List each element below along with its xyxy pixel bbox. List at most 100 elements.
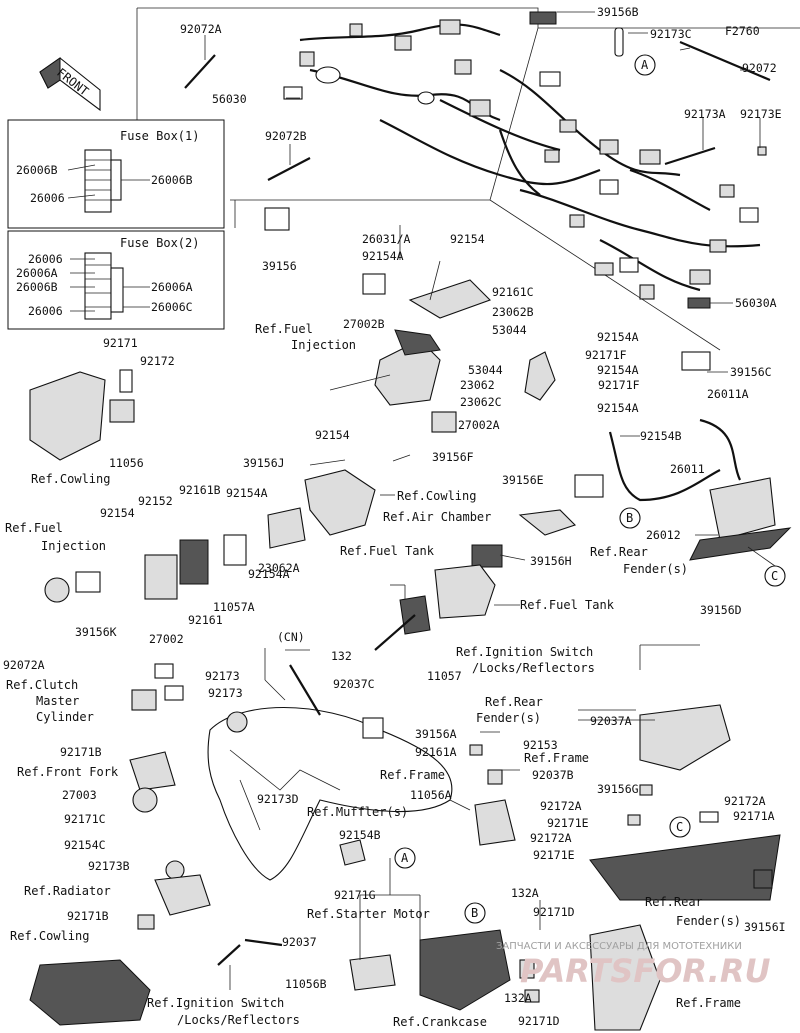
label-CN: (CN) [277, 630, 305, 644]
label-11056-1: 11056 [109, 456, 144, 470]
ref-crankcase: Ref.Crankcase [393, 1015, 487, 1029]
label-92173-2: 92173 [208, 686, 243, 700]
label-39156F: 39156F [432, 450, 474, 464]
fuse-box-2-left-3: 26006 [28, 304, 63, 318]
ref-muffler: Ref.Muffler(s) [307, 805, 408, 819]
crankcase-parts [349, 924, 661, 1031]
label-92161: 92161 [188, 613, 223, 627]
label-39156J: 39156J [243, 456, 285, 470]
fuse-box-2-right-1: 26006C [151, 300, 193, 314]
ref-fuel-injection-1-line1: Ref.Fuel [255, 322, 313, 336]
part-number-labels: 92072A 39156B 92173C F2760 92072 56030 9… [3, 5, 786, 1028]
label-92171B-2: 92171B [67, 909, 109, 923]
label-39156-1: 39156 [262, 259, 297, 273]
label-92171F-1: 92171F [585, 348, 627, 362]
fuse-box-1-title: Fuse Box(1) [120, 129, 199, 143]
label-92172: 92172 [140, 354, 175, 368]
label-26012: 26012 [646, 528, 681, 542]
ref-frame-1: Ref.Frame [524, 751, 589, 765]
ref-ignition-switch-2-line2: /Locks/Reflectors [177, 1013, 300, 1027]
ref-ignition-switch-1-line1: Ref.Ignition Switch [456, 645, 593, 659]
fuse-box-2-title: Fuse Box(2) [120, 236, 199, 250]
ref-front-fork: Ref.Front Fork [17, 765, 119, 779]
ref-fuel-tank-1: Ref.Fuel Tank [340, 544, 435, 558]
label-92173B: 92173B [88, 859, 130, 873]
label-39156A: 39156A [415, 727, 457, 741]
label-23062: 23062 [460, 378, 495, 392]
label-92154B-2: 92154B [339, 828, 381, 842]
label-92037A: 92037A [590, 714, 632, 728]
label-92171E-1: 92171E [547, 816, 589, 830]
callout-b-2: B [471, 906, 478, 920]
front-direction-sign: FRONT [39, 57, 101, 112]
leader-lines [204, 11, 776, 990]
label-39156I: 39156I [744, 920, 786, 934]
label-11056B: 11056B [285, 977, 327, 991]
label-92037B: 92037B [532, 768, 574, 782]
ref-fuel-injection-2-line2: Injection [41, 539, 106, 553]
label-92171A: 92171A [733, 809, 775, 823]
label-92171F-2: 92171F [598, 378, 640, 392]
fuse-box-1-left-1: 26006 [30, 191, 65, 205]
bottom-left-parts [29, 663, 283, 1026]
label-92172A-2: 92172A [724, 794, 766, 808]
label-27002: 27002 [149, 632, 184, 646]
left-cluster-parts [29, 369, 376, 603]
callout-c-2: C [676, 820, 683, 834]
ref-starter-motor: Ref.Starter Motor [307, 907, 430, 921]
label-92154A-5: 92154A [226, 486, 268, 500]
label-92154A-3: 92154A [597, 363, 639, 377]
ref-rear-fender-2-line2: Fender(s) [476, 711, 541, 725]
watermark-line2: PARTSFOR.RU [520, 952, 770, 990]
label-39156H: 39156H [530, 554, 572, 568]
label-11057A: 11057A [213, 600, 255, 614]
ref-rear-fender-1-line2: Fender(s) [623, 562, 688, 576]
label-92037C: 92037C [333, 677, 375, 691]
ref-clutch-master-line3: Cylinder [36, 710, 94, 724]
ref-cowling-1: Ref.Cowling [31, 472, 110, 486]
label-92171C: 92171C [64, 812, 106, 826]
label-92161A: 92161A [415, 745, 457, 759]
label-132A-2: 132A [504, 991, 532, 1005]
label-92171D-2: 92171D [518, 1014, 560, 1028]
label-26011: 26011 [670, 462, 705, 476]
ref-rear-fender-1-line1: Ref.Rear [590, 545, 648, 559]
fuse-box-2-left-2: 26006B [16, 280, 58, 294]
label-132A-1: 132A [511, 886, 539, 900]
fuse-box-2-right-0: 26006A [151, 280, 193, 294]
ref-clutch-master-line1: Ref.Clutch [6, 678, 78, 692]
fuse-box-2-panel: Fuse Box(2) 26006 26006A 26006B 26006 26… [7, 230, 225, 330]
label-92171D-1: 92171D [533, 905, 575, 919]
label-27002B: 27002B [343, 317, 385, 331]
ref-fuel-injection-2-line1: Ref.Fuel [5, 521, 63, 535]
label-92072: 92072 [742, 61, 777, 75]
ref-fuel-injection-1-line2: Injection [291, 338, 356, 352]
watermark-line1: ЗАПЧАСТИ И АКСЕССУАРЫ ДЛЯ МОТОТЕХНИКИ [496, 941, 742, 952]
label-92154-2: 92154 [315, 428, 350, 442]
label-92037: 92037 [282, 935, 317, 949]
main-wiring-harness [299, 19, 761, 300]
label-26031A: 26031/A [362, 232, 411, 246]
callout-a-top: A [641, 58, 649, 72]
label-39156G: 39156G [597, 782, 639, 796]
label-92173C: 92173C [650, 27, 692, 41]
label-92173D: 92173D [257, 792, 299, 806]
label-92161B: 92161B [179, 483, 221, 497]
label-92154A-2: 92154A [597, 330, 639, 344]
label-92171E-2: 92171E [533, 848, 575, 862]
ref-frame-3: Ref.Frame [676, 996, 741, 1010]
label-92171B-1: 92171B [60, 745, 102, 759]
fuse-box-1-left-0: 26006B [16, 163, 58, 177]
battery-cables [471, 418, 792, 568]
label-92171G: 92171G [334, 888, 376, 902]
label-F2760: F2760 [725, 24, 760, 38]
label-39156E: 39156E [502, 473, 544, 487]
ref-rear-fender-2-line1: Ref.Rear [485, 695, 543, 709]
circled-letter-callouts: A B C C A B [394, 54, 786, 924]
label-92172A-1: 92172A [540, 799, 582, 813]
label-11057: 11057 [427, 669, 462, 683]
callout-c-1: C [771, 569, 778, 583]
label-92154B-1: 92154B [640, 429, 682, 443]
